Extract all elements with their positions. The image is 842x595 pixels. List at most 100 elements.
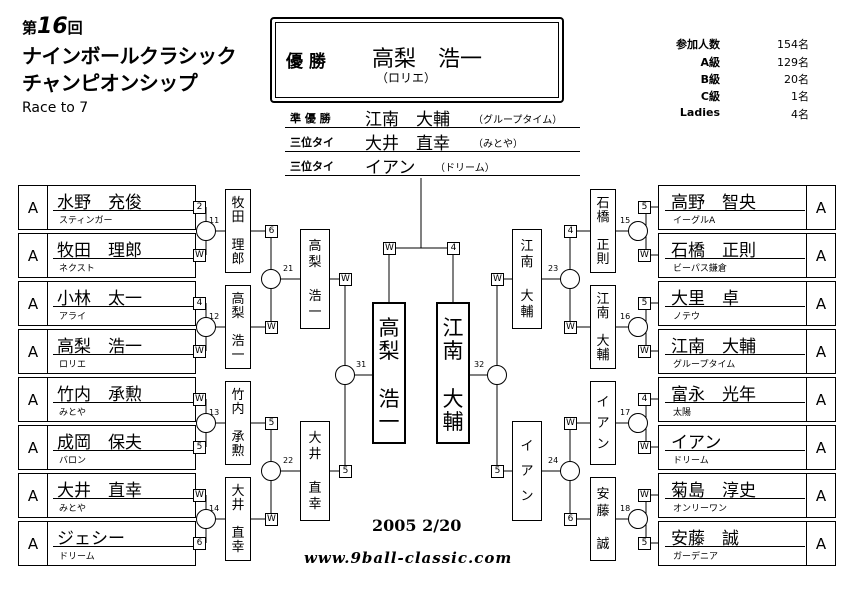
winner-char: 藤 [596,503,610,519]
winner-char: 安 [596,486,610,502]
podium-name: イアン [365,158,416,178]
winner-char: 梨 [308,255,322,271]
player-name: 富永 光年 [671,385,756,405]
match-score: 4 [564,225,577,238]
match-score: W [564,321,577,334]
finalist-char: 一 [378,410,400,435]
match-circle [335,365,355,385]
match-score: W [638,441,651,454]
winner-char: 大 [231,484,245,499]
match-score: 4 [193,297,206,310]
edition-suffix: 回 [67,19,83,37]
winner-box: 安藤誠 [590,477,616,561]
winner-char: 橋 [596,210,610,225]
winner-char: 一 [231,348,245,363]
player-class: A [19,186,48,229]
match-circle [487,365,507,385]
match-score: W [265,513,278,526]
player-box: A 高野 智央 イーグルA [658,185,836,230]
match-circle [628,509,648,529]
champion-box: 優 勝 高梨 浩一 （ロリエ） [270,17,564,103]
match-circle [196,221,216,241]
winner-char: 大 [596,334,610,349]
winner-char: 内 [231,402,245,417]
winner-char: 井 [231,498,245,513]
player-box: A 竹内 承勲 みとや [18,377,196,422]
player-team: イーグルA [673,216,716,226]
stat-label: Ladies [679,106,720,119]
champion-team: （ロリエ） [376,71,437,85]
player-team: グループタイム [673,360,736,370]
player-class: A [806,522,835,565]
player-team: みとや [59,504,87,514]
player-class: A [806,474,835,517]
podium-label: 三位タイ [290,160,334,173]
match-circle [628,317,648,337]
player-box: A 大里 卓 ノテウ [658,281,836,326]
match-score: W [383,242,396,255]
finalist-char: 大 [442,386,464,411]
winner-char: 井 [308,447,322,463]
name-underline [53,402,193,403]
winner-char: 則 [596,252,610,267]
champion-name: 高梨 浩一 [372,47,483,72]
match-circle [628,413,648,433]
match-number: 22 [283,456,294,465]
winner-char: ア [596,416,610,431]
player-box: A 水野 充俊 スティンガー [18,185,196,230]
match-number: 31 [356,360,367,369]
player-name: 石橋 正則 [671,241,756,261]
player-box: A イアン ドリーム [658,425,836,470]
podium-row-third: 三位タイ イアン （ドリーム） [285,153,580,178]
match-score: 6 [564,513,577,526]
player-box: A 石橋 正則 ビーパス鎌倉 [658,233,836,278]
player-class: A [19,378,48,421]
match-number: 13 [209,408,220,417]
player-team: アライ [59,312,87,322]
player-class: A [19,282,48,325]
player-team: ガーデニア [673,552,719,562]
player-class: A [19,234,48,277]
podium-team: （グループタイム） [473,115,563,126]
winner-char: 牧 [231,196,245,211]
stat-value: 4名 [791,108,809,121]
match-score: W [491,273,504,286]
name-underline [665,450,805,451]
winner-char: 誠 [596,537,610,553]
name-underline [53,306,193,307]
player-box: A 高梨 浩一 ロリエ [18,329,196,374]
player-name: 大井 直幸 [57,481,142,501]
finalist-char: 浩 [378,386,400,411]
match-score: W [638,489,651,502]
podium-name: 江南 大輔 [365,110,450,130]
player-team: ビーパス鎌倉 [673,264,727,274]
player-team: オンリーワン [673,504,728,514]
match-score: 5 [638,297,651,310]
winner-box: 江南大輔 [512,229,542,329]
player-name: 菊島 淳史 [671,481,756,501]
name-underline [53,354,193,355]
stat-value: 1名 [791,90,809,103]
match-number: 11 [209,216,220,225]
finalist-char: 梨 [378,339,400,364]
name-underline [665,210,805,211]
edition: 第16回 [22,14,83,39]
winner-box: 牧田理郎 [225,189,251,273]
player-team: 太陽 [673,408,692,418]
player-class: A [19,426,48,469]
podium-team: （ドリーム） [435,163,495,174]
player-box: A 安藤 誠 ガーデニア [658,521,836,566]
match-score: 5 [491,465,504,478]
player-team: みとや [59,408,87,418]
player-box: A 江南 大輔 グループタイム [658,329,836,374]
player-team: ノテウ [673,312,701,322]
winner-char: 大 [308,430,322,446]
winner-char: 理 [231,238,245,253]
match-score: W [265,321,278,334]
match-score: W [638,249,651,262]
champion-label: 優 勝 [286,52,326,72]
player-box: A 成岡 保夫 バロン [18,425,196,470]
player-box: A 菊島 淳史 オンリーワン [658,473,836,518]
tournament-title-line2: チャンピオンシップ [22,71,198,95]
match-circle [196,509,216,529]
